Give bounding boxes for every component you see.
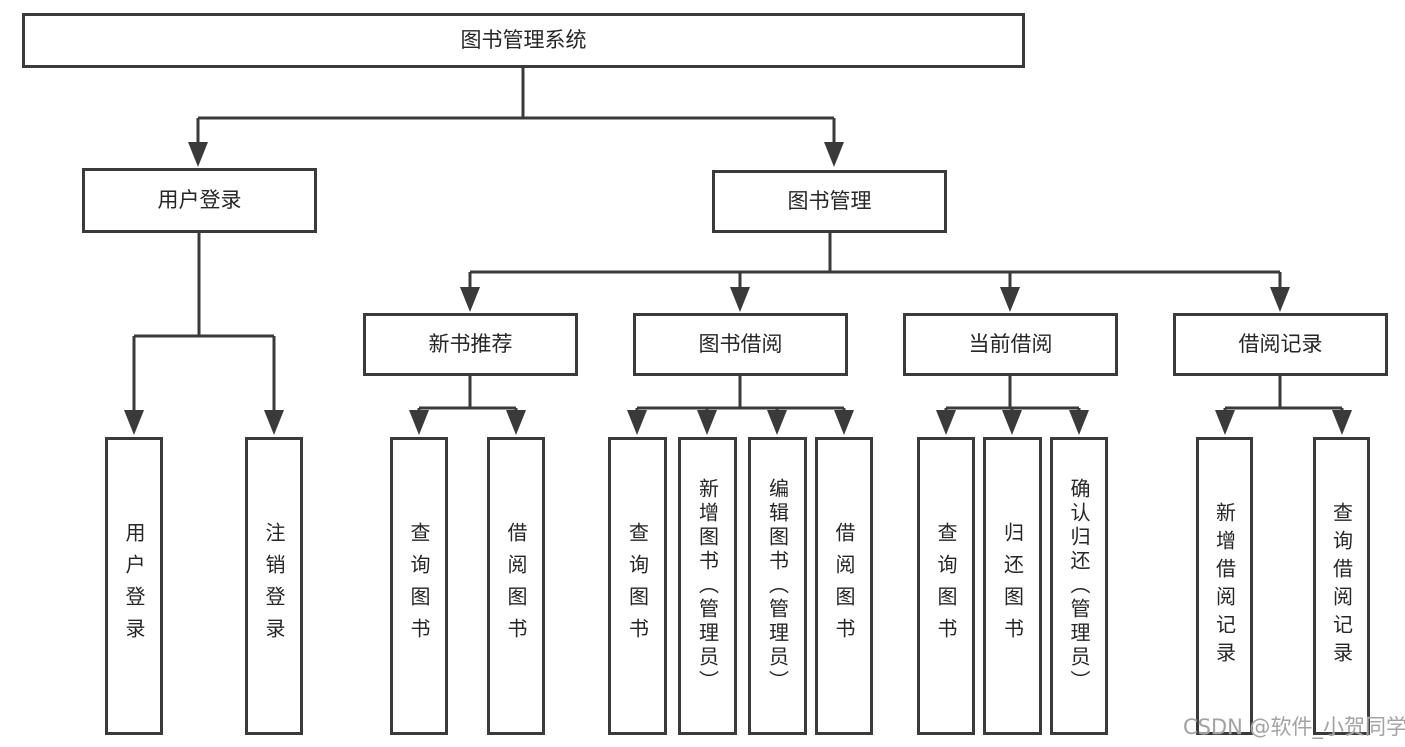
- leaf-cb-return-books: 归还图书: [983, 437, 1042, 735]
- leaf-bb-query-books: 查询图书: [608, 437, 667, 735]
- node-root: 图书管理系统: [22, 13, 1025, 68]
- node-new-book-recommend: 新书推荐: [363, 313, 578, 376]
- node-current-borrowing: 当前借阅: [903, 313, 1118, 376]
- csdn-watermark: CSDN @软件_小贺同学: [1183, 715, 1405, 739]
- node-book-management: 图书管理: [712, 170, 947, 233]
- leaf-cb-query-books: 查询图书: [917, 437, 975, 735]
- leaf-bb-edit-books-admin: 编辑图书（管理员）: [748, 437, 807, 735]
- leaf-nbr-borrow-books: 借阅图书: [487, 437, 545, 735]
- node-user-login: 用户登录: [82, 168, 317, 233]
- node-book-borrowing: 图书借阅: [633, 313, 848, 376]
- leaf-br-add-record: 新增借阅记录: [1196, 437, 1253, 735]
- leaf-bb-borrow-books: 借阅图书: [815, 437, 873, 735]
- leaf-br-query-record: 查询借阅记录: [1313, 437, 1370, 735]
- leaf-cb-confirm-return-admin: 确认归还（管理员）: [1050, 437, 1108, 735]
- leaf-nbr-query-books: 查询图书: [390, 437, 448, 735]
- node-borrowing-records: 借阅记录: [1173, 313, 1388, 376]
- arrowheads: [124, 142, 1352, 435]
- leaf-logout: 注销登录: [245, 437, 303, 735]
- leaf-bb-add-books-admin: 新增图书（管理员）: [678, 437, 737, 735]
- leaf-user-login: 用户登录: [105, 437, 163, 735]
